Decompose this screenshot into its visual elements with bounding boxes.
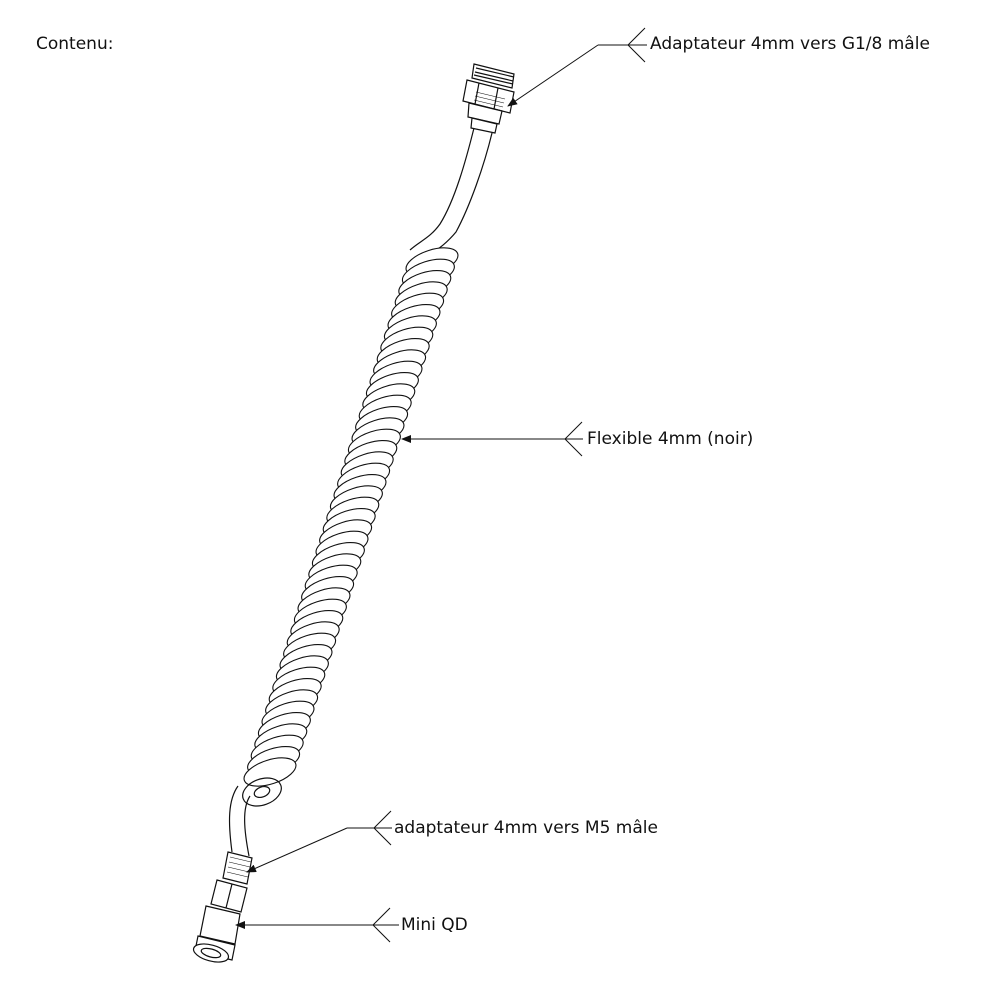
leader-mini-qd bbox=[235, 907, 399, 943]
m5-adapter bbox=[210, 851, 253, 913]
mini-qd-label: Mini QD bbox=[401, 915, 468, 935]
straight-hose-top bbox=[409, 127, 493, 257]
leader-top-adapter bbox=[507, 27, 647, 107]
top-g18-adapter bbox=[462, 63, 515, 134]
leader-m5-adapter bbox=[246, 810, 392, 873]
straight-hose-bottom bbox=[228, 777, 282, 857]
leader-hose bbox=[401, 421, 583, 457]
m5-adapter-label: adaptateur 4mm vers M5 mâle bbox=[394, 818, 658, 838]
mini-qd-coupler bbox=[192, 905, 241, 963]
coiled-hose bbox=[243, 247, 459, 787]
hose-label: Flexible 4mm (noir) bbox=[587, 429, 754, 449]
contents-heading: Contenu: bbox=[36, 34, 114, 54]
top-adapter-label: Adaptateur 4mm vers G1/8 mâle bbox=[650, 34, 930, 54]
hose-coil-turn bbox=[243, 757, 297, 787]
